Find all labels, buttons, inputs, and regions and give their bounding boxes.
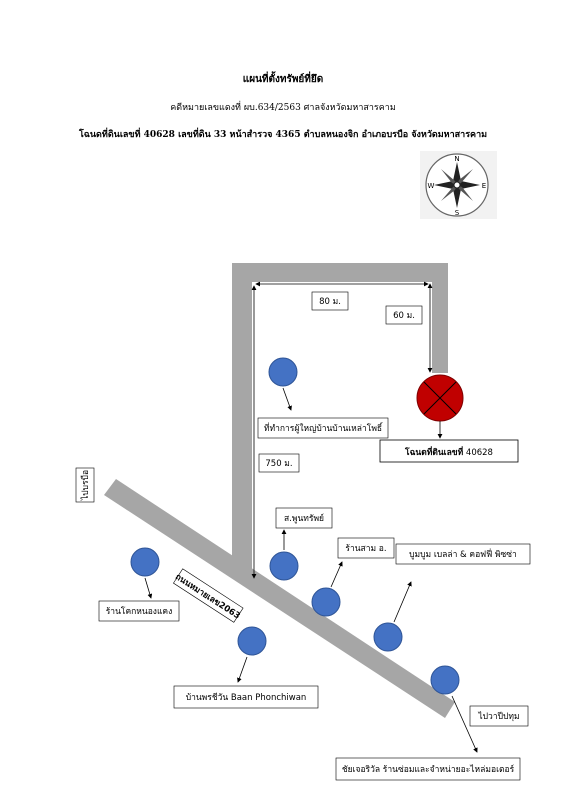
direction-wapi-pathum: ไปวาปีปทุม <box>477 711 519 722</box>
svg-text:ไปบรบือ: ไปบรบือ <box>80 470 91 501</box>
distance-60: 60 ม. <box>393 311 415 321</box>
map-title: แผนที่ตั้งทรัพย์ที่ยึด <box>242 74 324 85</box>
road-network <box>104 263 455 718</box>
direction-borabue: ไปบรบือ <box>75 467 95 503</box>
case-number-line: คดีหมายเลขแดงที่ ผบ.634/2563 ศาลจังหวัดม… <box>170 103 396 113</box>
landmark-kok-shop: ร้านโคกหนองแคง <box>98 547 180 622</box>
landmark-shop-sam: ร้านสาม อ. <box>311 537 395 617</box>
landmark-bakery: บูมบูม เบลล่า & คอฟฟี่ พิซซ่า <box>373 543 531 652</box>
compass-rose-icon: N S W E <box>420 151 497 219</box>
compass-s: S <box>455 209 460 217</box>
landmark-repair-shop: ชัยเจอริวัล ร้านซ่อมและจำหน่ายอะไหล่มอเต… <box>335 665 521 781</box>
deed-info-line: โฉนดที่ดินเลขที่ 40628 เลขที่ดิน 33 หน้า… <box>78 130 488 140</box>
compass-w: W <box>428 182 435 190</box>
svg-text:ส.พูนทรัพย์: ส.พูนทรัพย์ <box>284 513 324 524</box>
target-parcel-marker <box>416 374 464 422</box>
landmark-phonchiwan: บ้านพรชีวัน Baan Phonchiwan <box>173 626 319 709</box>
svg-text:บ้านพรชีวัน Baan Phonchiwan: บ้านพรชีวัน Baan Phonchiwan <box>186 692 307 703</box>
svg-text:ร้านโคกหนองแคง: ร้านโคกหนองแคง <box>106 606 173 617</box>
svg-text:ร้านสาม อ.: ร้านสาม อ. <box>345 543 386 554</box>
landmark-village-office: ที่ทำการผู้ใหญ่บ้านบ้านเหล่าโพธิ์ <box>257 357 389 439</box>
distance-750: 750 ม. <box>265 459 292 469</box>
compass-e: E <box>482 182 486 190</box>
svg-text:ชัยเจอริวัล ร้านซ่อมและจำหน่าย: ชัยเจอริวัล ร้านซ่อมและจำหน่ายอะไหล่มอเต… <box>342 764 515 775</box>
svg-text:บูมบูม เบลล่า & คอฟฟี่ พิซซ่า: บูมบูม เบลล่า & คอฟฟี่ พิซซ่า <box>409 548 517 560</box>
distance-80: 80 ม. <box>319 297 341 307</box>
svg-text:ที่ทำการผู้ใหญ่บ้านบ้านเหล่าโพ: ที่ทำการผู้ใหญ่บ้านบ้านเหล่าโพธิ์ <box>264 422 384 434</box>
compass-n: N <box>454 155 459 163</box>
landmark-temple: ส.พูนทรัพย์ <box>269 507 333 581</box>
svg-text:ถนนหมายเลข2063: ถนนหมายเลข2063 <box>173 572 242 621</box>
target-deed-label: โฉนดที่ดินเลขที่ 40628 <box>404 445 493 458</box>
